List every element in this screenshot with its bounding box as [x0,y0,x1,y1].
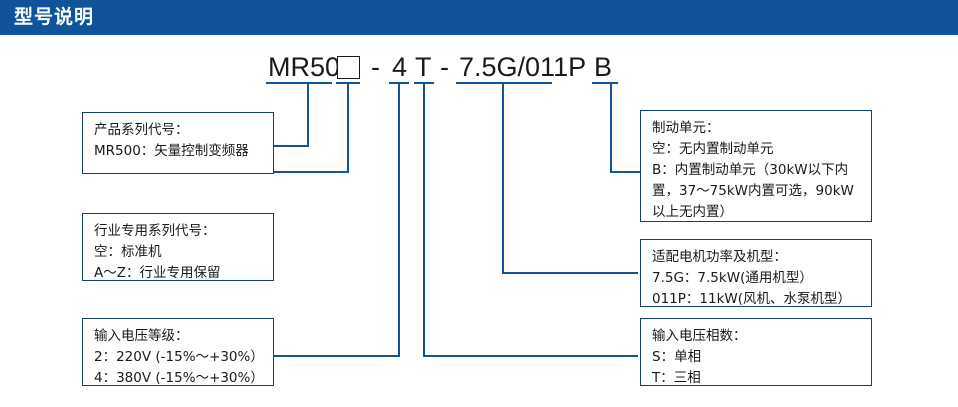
braking-unit-line-1: 制动单元： [652,120,720,136]
code-segment-phase: T [415,52,432,82]
input-phases-line-2: S：单相 [652,349,702,365]
leader-phase-vertical [423,82,425,356]
leader-series-vertical [307,82,309,146]
underline-braking [592,82,618,84]
model-code-row: MR500 - 4 T - 7.5G/011P B [0,50,958,86]
input-phases-line-3: T：三相 [652,370,701,386]
leader-series-horizontal [272,145,309,147]
motor-power-line-3: 011P：11kW(风机、水泵机型） [652,291,852,307]
braking-unit-line-2: 空：无内置制动单元 [652,141,774,157]
input-phases-line-1: 输入电压相数： [652,328,747,344]
motor-power-line-1: 适配电机功率及机型： [652,249,787,265]
info-box-input-voltage-level: 输入电压等级： 2：220V (-15%～+30%） 4：380V (-15%～… [82,318,274,386]
code-dash-2: - [440,52,449,82]
braking-unit-line-3: B：内置制动单元（30kW以下内置，37～75kW内置可选，90kW以上无内置） [652,162,854,220]
leader-voltage-vertical [398,82,400,356]
industry-series-line-3: A～Z：行业专用保留 [94,265,221,281]
leader-power-vertical [502,82,504,273]
leader-power-horizontal [502,272,638,274]
code-segment-voltage: 4 [392,52,408,82]
motor-power-line-2: 7.5G：7.5kW(通用机型） [652,270,813,286]
leader-braking-vertical [610,82,612,172]
industry-series-line-2: 空：标准机 [94,244,162,260]
input-voltage-level-line-1: 输入电压等级： [94,328,189,344]
code-segment-power: 7.5G/011P [459,52,587,82]
info-box-motor-power: 适配电机功率及机型： 7.5G：7.5kW(通用机型） 011P：11kW(风机… [640,239,872,307]
product-series-line-1: 产品系列代号： [94,122,189,138]
code-dash-1: - [371,52,380,82]
leader-voltage-horizontal [272,355,400,357]
info-box-product-series: 产品系列代号： MR500：矢量控制变频器 [82,112,274,174]
leader-braking-horizontal [610,171,640,173]
header-bar [0,0,958,35]
input-voltage-level-line-3: 4：380V (-15%～+30%） [94,370,264,386]
product-series-line-2: MR500：矢量控制变频器 [94,143,249,159]
page-title: 型号说明 [14,6,95,28]
underline-series [266,82,332,84]
info-box-industry-series: 行业专用系列代号： 空：标准机 A～Z：行业专用保留 [82,213,274,281]
input-voltage-level-line-2: 2：220V (-15%～+30%） [94,349,264,365]
underline-power [456,82,552,84]
leader-phase-horizontal [423,355,638,357]
code-segment-braking: B [594,52,613,82]
leader-industry-horizontal [272,171,349,173]
info-box-braking-unit: 制动单元： 空：无内置制动单元 B：内置制动单元（30kW以下内置，37～75k… [640,110,872,222]
code-segment-industry-placeholder [337,56,360,79]
info-box-input-phases: 输入电压相数： S：单相 T：三相 [640,318,872,386]
industry-series-line-1: 行业专用系列代号： [94,223,216,239]
leader-industry-vertical [347,82,349,172]
